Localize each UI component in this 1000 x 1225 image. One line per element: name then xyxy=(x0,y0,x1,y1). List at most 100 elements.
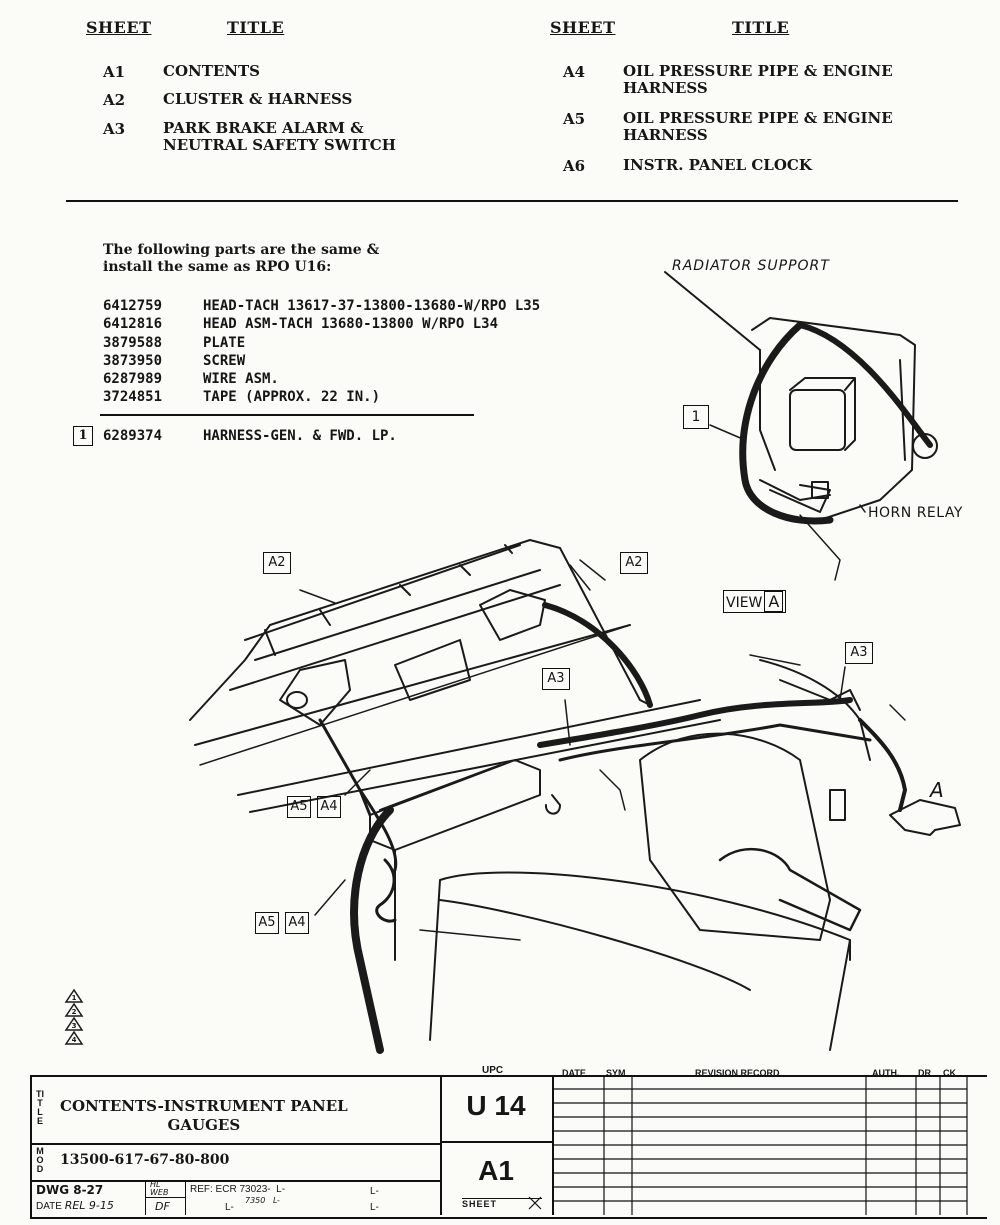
revision-number: 2 xyxy=(71,1008,77,1016)
part-number: 6412759 xyxy=(103,298,163,314)
callout-1-tag: 1 xyxy=(683,405,709,429)
harness-run xyxy=(537,697,853,748)
title-block-divider xyxy=(30,1143,440,1145)
horn-relay-label: HORN RELAY xyxy=(868,505,963,521)
center-connector xyxy=(394,639,471,701)
instrument-panel-drawing xyxy=(64,271,961,1054)
drawing-title: CONTENTS-INSTRUMENT PANEL GAUGES xyxy=(60,1097,348,1135)
part-number: 3724851 xyxy=(103,389,163,406)
initials-top: HL WEB xyxy=(150,1180,169,1197)
tag-a2-right: A2 xyxy=(620,552,648,574)
section-divider xyxy=(66,200,958,202)
revision-number: 4 xyxy=(71,1036,77,1044)
sheet-a1: A1 xyxy=(103,63,126,81)
part-number: 3873950 xyxy=(103,352,163,369)
parts-list: 6412759 HEAD-TACH 13617-37-13800-13680-W/… xyxy=(103,297,540,407)
sheet-header-right: SHEET xyxy=(550,18,616,37)
parts-intro: The following parts are the same & insta… xyxy=(103,242,380,275)
tag-a3-right: A3 xyxy=(845,642,873,664)
part-number: 3879588 xyxy=(103,334,163,351)
part-desc: WIRE ASM. xyxy=(203,371,279,388)
tag-a4-upper: A4 xyxy=(317,796,341,818)
rev-col-record: REVISION RECORD xyxy=(695,1068,780,1078)
parts-underline xyxy=(100,414,474,416)
date-value: REL 9-15 xyxy=(64,1199,114,1212)
title-a4: OIL PRESSURE PIPE & ENGINE HARNESS xyxy=(623,62,893,97)
model-numbers: 13500-617-67-80-800 xyxy=(60,1152,230,1168)
part-row: 6287989 WIRE ASM. xyxy=(103,370,540,388)
sheet-a3: A3 xyxy=(103,120,126,138)
upc-code: U 14 xyxy=(466,1090,526,1121)
revision-numbers: 1 2 3 4 xyxy=(70,991,78,1047)
part-desc: PLATE xyxy=(203,334,246,351)
dash-lower-line xyxy=(194,624,631,746)
title-a6: INSTR. PANEL CLOCK xyxy=(623,156,812,174)
radiator-support-label: RADIATOR SUPPORT xyxy=(672,258,830,274)
date-label: DATE xyxy=(36,1201,62,1212)
sheet-number: A1 xyxy=(478,1155,514,1186)
title-block-divider xyxy=(30,1180,440,1182)
part-desc: HEAD-TACH 13617-37-13800-13680-W/RPO L35 xyxy=(203,298,541,314)
sheet-header-left: SHEET xyxy=(86,18,152,37)
title-block-divider xyxy=(185,1180,186,1215)
tach-housing xyxy=(279,659,351,726)
ref-line-2: 7350 L- xyxy=(245,1196,280,1205)
sheet-a4: A4 xyxy=(563,63,586,81)
view-word: VIEW xyxy=(726,595,763,611)
date-row: DATE REL 9-15 xyxy=(36,1199,114,1212)
sheet-label: SHEET xyxy=(462,1198,542,1211)
ref-l-mark: L- xyxy=(225,1202,234,1213)
horn-relay-leader xyxy=(859,504,866,513)
part-number: 6287989 xyxy=(103,371,163,388)
part-row: 3873950 SCREW xyxy=(103,352,540,370)
sheet-a6: A6 xyxy=(563,157,586,175)
drawing-title-line1: CONTENTS-INSTRUMENT PANEL xyxy=(60,1097,348,1115)
horn-relay-body xyxy=(789,389,846,451)
title-block-divider xyxy=(440,1075,442,1215)
radiator-support-outline xyxy=(664,271,916,521)
revision-number: 3 xyxy=(71,1022,77,1030)
tag-a2-left: A2 xyxy=(263,552,291,574)
arrow-a-label: A xyxy=(930,778,944,802)
revision-record-grid xyxy=(552,1075,968,1215)
tag-a5-upper: A5 xyxy=(287,796,311,818)
sheet-a2: A2 xyxy=(103,91,126,109)
title-header-right: TITLE xyxy=(732,18,790,37)
rev-col-dr: DR xyxy=(918,1068,931,1078)
title-block xyxy=(30,1075,987,1219)
tag-a5-lower: A5 xyxy=(255,912,279,934)
ref-l-mark: L- xyxy=(370,1202,379,1213)
rev-col-ck: CK xyxy=(943,1068,956,1078)
tag-a4-lower: A4 xyxy=(285,912,309,934)
title-a5: OIL PRESSURE PIPE & ENGINE HARNESS xyxy=(623,109,893,144)
console-body xyxy=(429,871,851,1051)
part-desc: TAPE (APPROX. 22 IN.) xyxy=(203,389,381,406)
part-desc: SCREW xyxy=(203,352,246,369)
revision-triangle-1 xyxy=(64,988,84,1003)
title-block-divider xyxy=(145,1197,185,1198)
title-a1: CONTENTS xyxy=(163,62,261,80)
title-block-divider xyxy=(440,1141,552,1143)
drawing-title-line2: GAUGES xyxy=(167,1116,241,1134)
title-a3: PARK BRAKE ALARM & NEUTRAL SAFETY SWITCH xyxy=(163,119,396,154)
revision-triangle-4 xyxy=(64,1030,84,1045)
upc-label: UPC xyxy=(482,1065,504,1076)
part-row: 6412759 HEAD-TACH 13617-37-13800-13680-W/… xyxy=(103,297,540,315)
rev-col-date: DATE xyxy=(562,1068,586,1078)
sheet-x-mark xyxy=(528,1196,542,1210)
engine-harness-lower xyxy=(350,806,394,1054)
dash-top-edge xyxy=(189,539,651,721)
title-header-left: TITLE xyxy=(227,18,285,37)
part-desc: HARNESS-GEN. & FWD. LP. xyxy=(203,428,397,444)
ref-line: REF: ECR 73023- L- xyxy=(190,1184,286,1195)
rev-col-sym: SYM xyxy=(606,1068,626,1078)
part-number: 6412816 xyxy=(103,316,163,333)
connector-piece-a xyxy=(889,799,961,836)
harness-wire xyxy=(739,321,834,525)
revision-triangle-2 xyxy=(64,1002,84,1017)
title-a2: CLUSTER & HARNESS xyxy=(163,90,353,108)
ref-l-mark: L- xyxy=(370,1186,379,1197)
sheet-a5: A5 xyxy=(563,110,586,128)
